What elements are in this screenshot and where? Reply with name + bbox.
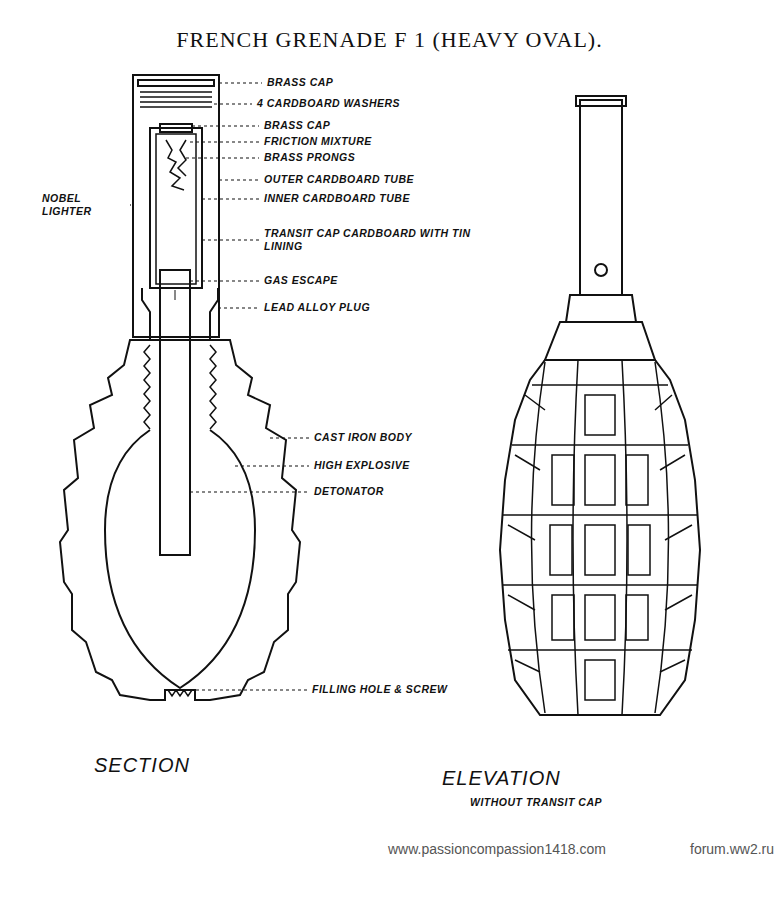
part-label: GAS ESCAPE bbox=[262, 274, 340, 287]
view-label: SECTION bbox=[92, 753, 192, 778]
diagram-title: FRENCH GRENADE F 1 (HEAVY OVAL). bbox=[0, 26, 779, 54]
view-note: WITHOUT TRANSIT CAP bbox=[468, 796, 604, 809]
part-label: INNER CARDBOARD TUBE bbox=[262, 192, 412, 205]
watermark: forum.ww2.ru bbox=[690, 841, 774, 859]
part-label: NOBEL LIGHTER bbox=[40, 192, 130, 218]
part-label: BRASS CAP bbox=[265, 76, 335, 89]
watermark: www.passioncompassion1418.com bbox=[388, 841, 606, 859]
part-label: 4 CARDBOARD WASHERS bbox=[255, 97, 402, 110]
part-label: FILLING HOLE & SCREW bbox=[310, 683, 449, 696]
part-label: DETONATOR bbox=[312, 485, 386, 498]
part-label: TRANSIT CAP CARDBOARD WITH TIN LINING bbox=[262, 227, 481, 253]
part-label: OUTER CARDBOARD TUBE bbox=[262, 173, 416, 186]
part-label: BRASS CAP bbox=[262, 119, 332, 132]
part-label: FRICTION MIXTURE bbox=[262, 135, 374, 148]
part-label: CAST IRON BODY bbox=[312, 431, 414, 444]
part-label: HIGH EXPLOSIVE bbox=[312, 459, 412, 472]
part-label: LEAD ALLOY PLUG bbox=[262, 301, 372, 314]
view-label: ELEVATION bbox=[440, 766, 563, 791]
part-label: BRASS PRONGS bbox=[262, 151, 357, 164]
